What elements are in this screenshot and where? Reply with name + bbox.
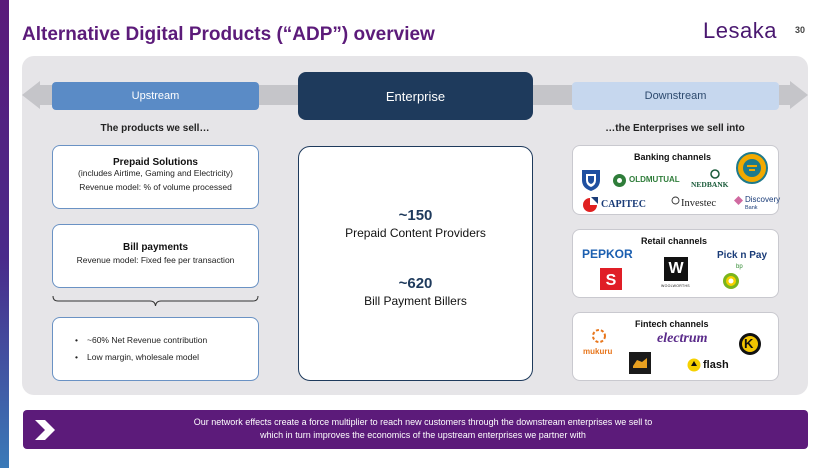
retail-channels-card: Retail channels PEPKOR S W WOOLWORTHS Pi…	[572, 229, 779, 298]
prepaid-solutions-card: Prepaid Solutions (includes Airtime, Gam…	[52, 145, 259, 209]
revenue-summary: ~60% Net Revenue contribution Low margin…	[52, 317, 259, 381]
woolworths-wordmark: WOOLWORTHS	[661, 284, 690, 288]
pepkor-logo: PEPKOR	[582, 247, 633, 261]
capitec-logo: CAPITEC	[601, 199, 647, 210]
product-name: Prepaid Solutions	[112, 157, 198, 168]
flow-band-mid-right	[533, 85, 572, 105]
bullet-item: Low margin, wholesale model	[75, 349, 258, 366]
prepaid-providers-label: Prepaid Content Providers	[345, 226, 486, 240]
banking-channels-card: Banking channels OLDMUTUAL NEDBANK CAPIT…	[572, 145, 781, 215]
flow-band-mid-left	[259, 85, 298, 105]
kazang-icon	[739, 333, 761, 355]
chevron-right-icon	[35, 420, 55, 440]
bill-payments-card: Bill payments Revenue model: Fixed fee p…	[52, 224, 259, 288]
enterprises-subtitle: …the Enterprises we sell into	[605, 123, 745, 134]
flash-icon	[687, 358, 701, 372]
right-arrow-icon	[790, 81, 808, 109]
investec-icon	[671, 196, 680, 205]
woolworths-logo: W	[664, 257, 688, 281]
network-effects-banner: Our network effects create a force multi…	[23, 410, 808, 449]
left-accent-bar	[0, 0, 9, 468]
flow-band-right	[779, 85, 791, 105]
easypay-icon	[629, 352, 651, 374]
banner-line-2: which in turn improves the economics of …	[260, 430, 586, 440]
banner-line-1: Our network effects create a force multi…	[193, 417, 653, 427]
products-subtitle: The products we sell…	[100, 123, 210, 134]
bp-logo: bp	[736, 264, 743, 270]
standard-bank-icon	[582, 170, 600, 191]
channel-title: Banking channels	[634, 152, 712, 162]
nedbank-logo: NEDBANK	[691, 180, 729, 189]
bp-helios-icon	[723, 273, 739, 289]
discovery-bank-logo: Bank	[745, 205, 758, 211]
pick-n-pay-logo: Pick n Pay	[717, 250, 768, 261]
channel-title: Fintech channels	[635, 319, 709, 329]
billers-label: Bill Payment Billers	[364, 294, 467, 308]
kazang-logo: K	[744, 336, 754, 351]
revenue-model: Revenue model: Fixed fee per transaction	[76, 255, 235, 265]
old-mutual-logo: OLDMUTUAL	[629, 175, 680, 184]
shoprite-icon: S	[600, 268, 622, 290]
page-title: Alternative Digital Products (“ADP”) ove…	[22, 24, 435, 45]
left-arrow-icon	[22, 81, 40, 109]
nedbank-icon	[710, 169, 720, 179]
banner-text: Our network effects create a force multi…	[83, 416, 763, 442]
revenue-model: Revenue model: % of volume processed	[79, 182, 232, 192]
investec-logo: Investec	[681, 198, 716, 209]
flash-logo: flash	[703, 359, 729, 371]
product-detail: (includes Airtime, Gaming and Electricit…	[78, 168, 233, 178]
old-mutual-icon	[613, 174, 626, 187]
fintech-channels-card: Fintech channels mukuru electrum K flash	[572, 312, 779, 381]
svg-text:S: S	[606, 272, 617, 289]
bullet-item: ~60% Net Revenue contribution	[75, 332, 258, 349]
enterprise-label: Enterprise	[298, 72, 533, 120]
mukuru-icon	[592, 329, 606, 343]
product-name: Bill payments	[122, 242, 189, 253]
lesaka-logo: Lesaka	[703, 18, 777, 43]
channel-title: Retail channels	[641, 236, 708, 246]
upstream-label: Upstream	[52, 82, 259, 110]
page-number: 30	[795, 25, 806, 35]
electrum-logo: electrum	[657, 331, 708, 346]
capitec-icon	[583, 197, 598, 212]
fnb-icon	[736, 152, 768, 184]
mukuru-logo: mukuru	[583, 347, 613, 356]
discovery-icon	[734, 196, 743, 205]
flow-band-left	[38, 85, 52, 105]
billers-count: ~620	[398, 275, 433, 292]
brace-icon	[52, 295, 259, 307]
downstream-label: Downstream	[572, 82, 779, 110]
prepaid-providers-count: ~150	[398, 207, 433, 224]
discovery-logo: Discovery	[745, 195, 781, 204]
enterprise-stats-card: ~150 Prepaid Content Providers ~620 Bill…	[298, 146, 533, 381]
